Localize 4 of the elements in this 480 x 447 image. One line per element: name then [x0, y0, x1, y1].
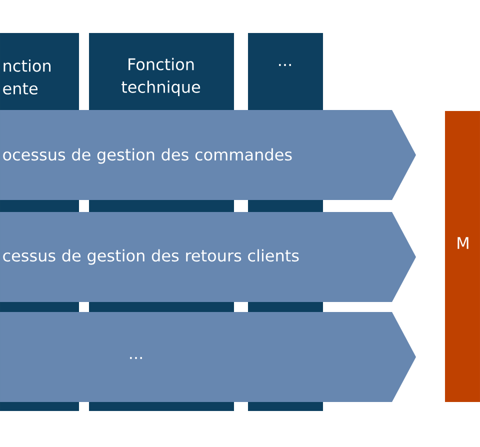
process-band: ...: [0, 312, 416, 402]
process-band: ocessus de gestion des commandes: [0, 110, 416, 200]
side-bar: M: [445, 111, 480, 402]
process-band: cessus de gestion des retours clients: [0, 212, 416, 302]
